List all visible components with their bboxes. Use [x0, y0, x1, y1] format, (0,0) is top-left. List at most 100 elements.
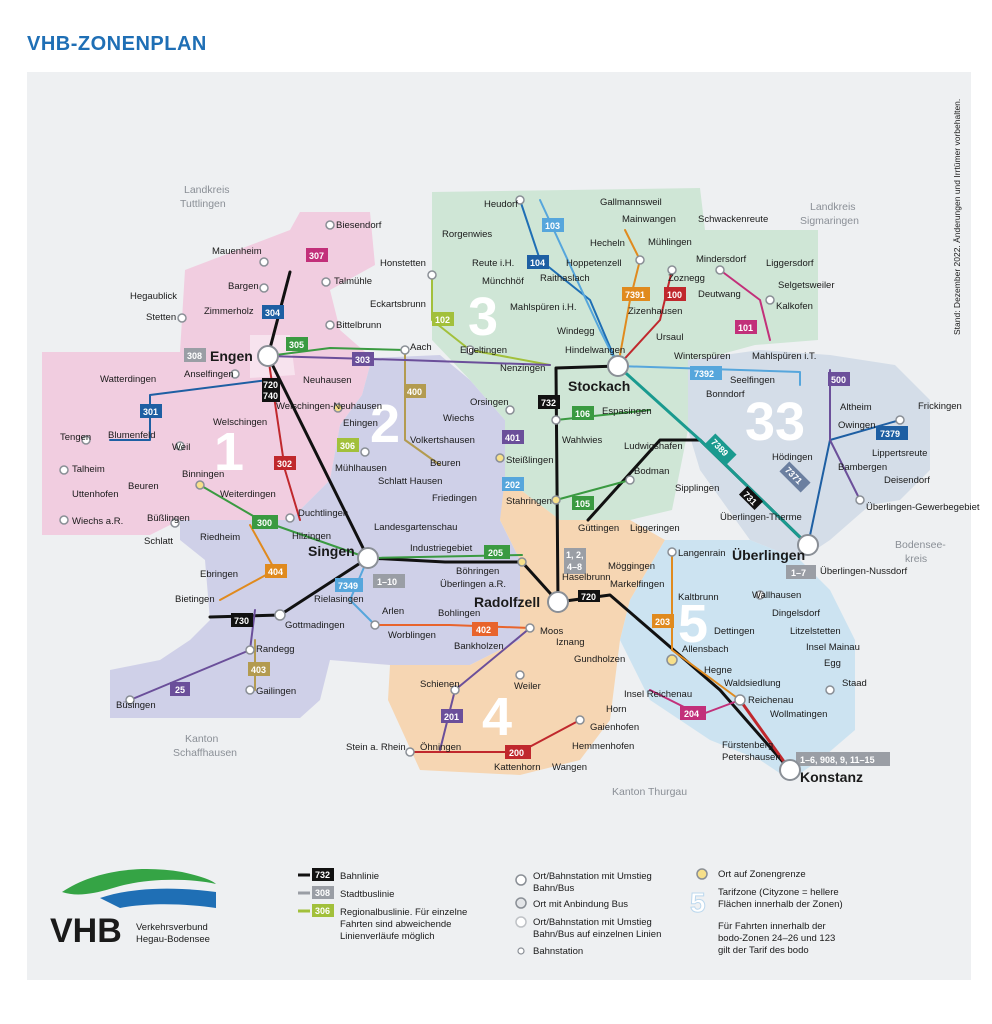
dot-staad[interactable]	[825, 685, 835, 695]
dot-steisslingen[interactable]	[495, 453, 505, 463]
badge-308	[184, 348, 206, 362]
dot-weiler[interactable]	[515, 670, 525, 680]
dot-frickingen[interactable]	[895, 415, 905, 425]
logo-sub1: Verkehrsverbund	[136, 922, 208, 933]
legend-regio-label3: Linienverläufe möglich	[340, 931, 435, 942]
station-label-steisslingen: Steißlingen	[506, 455, 554, 466]
dot-eigeltingen[interactable]	[465, 345, 475, 355]
dot-bodman[interactable]	[625, 475, 635, 485]
hub-ueberlingen[interactable]	[797, 534, 819, 556]
dot-aach[interactable]	[400, 345, 410, 355]
station-label-heudorf: Heudorf	[484, 199, 518, 210]
badge-200	[505, 745, 531, 759]
station-label-hilzingen: Hilzingen	[292, 531, 331, 542]
dot-stetten[interactable]	[177, 313, 187, 323]
badge-204-text: 204	[684, 709, 699, 719]
dot-deisendorf[interactable]	[855, 495, 865, 505]
badge-404-text: 404	[268, 567, 283, 577]
dot-randegg[interactable]	[245, 645, 255, 655]
dot-buesslingen[interactable]	[170, 518, 180, 528]
dot-duchtlingen[interactable]	[285, 513, 295, 523]
badge-1-10-text: 1–10	[377, 577, 397, 587]
badge-403-text: 403	[251, 665, 266, 675]
station-label-petershausen: Petershausen	[722, 752, 781, 763]
dot-bargen[interactable]	[259, 283, 269, 293]
dot-orsingen[interactable]	[505, 405, 515, 415]
station-label-bargen: Bargen	[228, 281, 259, 292]
hub-engen[interactable]	[257, 345, 279, 367]
badge-1-2-text: 1, 2,	[566, 550, 584, 560]
station-label-volkertshausen: Volkertshausen	[410, 435, 475, 446]
station-label-mainwangen: Mainwangen	[622, 214, 676, 225]
dot-honstetten[interactable]	[427, 270, 437, 280]
dot-heudorf[interactable]	[515, 195, 525, 205]
dot-binningen[interactable]	[195, 480, 205, 490]
badge-307-text: 307	[309, 251, 324, 261]
station-label-dingelsdorf: Dingelsdorf	[772, 608, 820, 619]
dot-zoznegg[interactable]	[667, 265, 677, 275]
hub-singen[interactable]	[357, 547, 379, 569]
badge-25	[170, 682, 190, 696]
station-label-altheim: Altheim	[840, 402, 872, 413]
bus-line-7392-skyblue	[617, 365, 801, 386]
dot-bittelbrunn[interactable]	[325, 320, 335, 330]
dot-talmuehle[interactable]	[321, 277, 331, 287]
station-label-tengen: Tengen	[60, 432, 91, 443]
dot-langenrain[interactable]	[667, 547, 677, 557]
dot-moos[interactable]	[525, 623, 535, 633]
dot-wallhausen[interactable]	[755, 590, 765, 600]
dot-hoppetenzell[interactable]	[635, 255, 645, 265]
dot-gottmadingen[interactable]	[274, 609, 286, 621]
station-label-bietingen: Bietingen	[175, 594, 215, 605]
dot-wiechs[interactable]	[59, 515, 69, 525]
zone-33-area	[688, 350, 930, 560]
dot-welschingen[interactable]	[333, 403, 343, 413]
dot-gaienhofen[interactable]	[575, 715, 585, 725]
dot-boehringen[interactable]	[517, 557, 527, 567]
station-label-ebringen: Ebringen	[200, 569, 238, 580]
dot-anselfingen[interactable]	[230, 369, 240, 379]
badge-100	[664, 287, 686, 301]
dot-schienen[interactable]	[450, 685, 460, 695]
dot-allensbach[interactable]	[666, 654, 678, 666]
badge-101	[735, 320, 757, 334]
station-label-hecheln: Hecheln	[590, 238, 625, 249]
dot-mauenheim[interactable]	[259, 257, 269, 267]
dot-talheim[interactable]	[59, 465, 69, 475]
dot-gailingen[interactable]	[245, 685, 255, 695]
station-label-staad: Staad	[842, 678, 867, 689]
dot-biesendorf[interactable]	[325, 220, 335, 230]
badge-400-text: 400	[407, 387, 422, 397]
station-label-kaltbrunn: Kaltbrunn	[678, 592, 719, 603]
dot-worblingen[interactable]	[370, 620, 380, 630]
station-label-kattenhorn: Kattenhorn	[494, 762, 540, 773]
legend-dot-bus	[515, 897, 527, 909]
zone-2-area	[110, 355, 520, 718]
hub-stockach[interactable]	[607, 355, 629, 377]
zone-number-4: 4	[482, 687, 512, 747]
station-label-espasingen: Espasingen	[602, 406, 652, 417]
station-label-weiterdingen: Weiterdingen	[220, 489, 276, 500]
dot-muehlhausen[interactable]	[360, 447, 370, 457]
badge-1-2-4-8	[564, 548, 586, 574]
hub-konstanz[interactable]	[779, 759, 801, 781]
dot-stein[interactable]	[405, 747, 415, 757]
dot-reichenau[interactable]	[734, 694, 746, 706]
zone-numbers: 1 2 3 33 4 5	[214, 287, 805, 747]
dot-weil[interactable]	[175, 441, 185, 451]
badge-7349-text: 7349	[338, 581, 358, 591]
station-label-hegne: Hegne	[704, 665, 732, 676]
hub-radolfzell[interactable]	[547, 591, 569, 613]
badge-500	[828, 372, 850, 386]
dot-stahringen[interactable]	[551, 495, 561, 505]
dot-buesingen[interactable]	[125, 695, 135, 705]
dot-tengen[interactable]	[81, 435, 91, 445]
badge-401-text: 401	[505, 433, 520, 443]
dot-kalkofen[interactable]	[765, 295, 775, 305]
zone-1-area	[42, 212, 375, 535]
dot-wahlwies[interactable]	[551, 415, 561, 425]
dot-mindersdorf[interactable]	[715, 265, 725, 275]
bus-line-203-orange	[671, 551, 741, 701]
station-label-riedheim: Riedheim	[200, 532, 240, 543]
